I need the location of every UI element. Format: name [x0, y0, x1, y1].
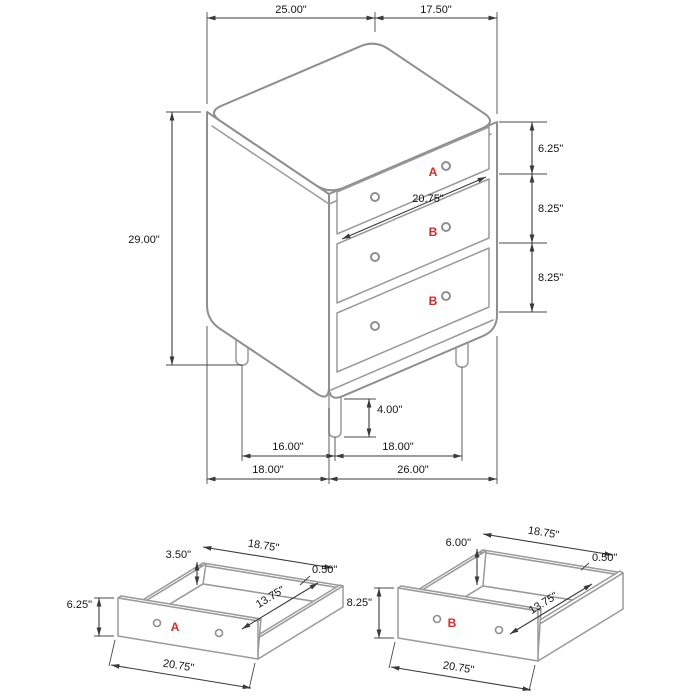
- dimension-line: [482, 532, 614, 557]
- dim-a-side-height: 3.50": [166, 549, 191, 561]
- dim-drawer-b2-front-height: 8.25": [538, 272, 563, 284]
- extension-line: [528, 664, 536, 692]
- drawer-a-detail-label: A: [171, 620, 180, 634]
- drawer-b-front-panel: [397, 587, 539, 662]
- dim-base-width: 26.00": [397, 464, 429, 476]
- drawer-a-detail-knob-right: [214, 628, 224, 638]
- dim-top-depth: 17.50": [420, 4, 452, 16]
- dim-drawer-a-front-height: 6.25": [538, 143, 563, 155]
- drawer-a-label: A: [429, 165, 438, 179]
- dim-b-front-width: 20.75": [442, 660, 475, 677]
- extension-line: [248, 662, 256, 690]
- drawer-a-front-panel: [117, 597, 259, 660]
- drawer-a-knob-left: [370, 192, 380, 202]
- extension-line: [108, 639, 116, 667]
- dim-drawer-b1-front-height: 8.25": [538, 203, 563, 215]
- dimension-line: [110, 664, 252, 689]
- dim-a-front-height: 6.25": [67, 599, 92, 611]
- drawer-b1-label: B: [429, 225, 438, 239]
- drawer-b2-knob-right: [441, 291, 451, 301]
- dimension-line: [509, 583, 593, 635]
- dim-drawer-width: 20.75": [412, 193, 444, 205]
- drawer-b-detail-knob-left: [432, 614, 442, 624]
- drawer-b2-front: [336, 247, 490, 373]
- chest-base-rail-line: [330, 319, 494, 391]
- dim-top-width: 25.00": [275, 4, 307, 16]
- dimension-line: [241, 582, 319, 630]
- dim-base-depth: 18.00": [252, 464, 284, 476]
- dimension-lines: [169, 15, 535, 482]
- chest-isometric: A B B: [206, 42, 498, 438]
- dimension-line: [341, 176, 487, 240]
- dimension-line: [390, 666, 532, 691]
- dim-b-front-height: 8.25": [347, 597, 372, 609]
- drawer-b-detail: B 8.25" 6.00" 18.75" 0.50" 13.75" 20.75": [347, 525, 624, 692]
- dim-leg-height: 4.00": [377, 404, 402, 416]
- dim-leg-span-front: 18.00": [382, 441, 414, 453]
- drawer-b1-knob-left: [370, 252, 380, 262]
- drawer-a-detail: A 6.25" 3.50" 18.75" 0.50" 13.75" 20.75": [67, 538, 344, 690]
- dim-b-inner-width: 18.75": [527, 525, 560, 542]
- dim-leg-span-side: 16.00": [272, 441, 304, 453]
- chest-dimension-annotations: 25.00" 17.50" 29.00" 6.25" 8.25" 8.25" 2…: [128, 4, 563, 484]
- dim-b-side-height: 6.00": [446, 537, 471, 549]
- leader-line: [580, 562, 590, 571]
- dim-a-front-width: 20.75": [162, 658, 195, 675]
- drawer-a-knob-right: [441, 161, 451, 171]
- dim-b-wall-thickness: 0.50": [592, 552, 617, 564]
- drawer-b1-knob-right: [441, 222, 451, 232]
- drawer-a-detail-knob-left: [152, 618, 162, 628]
- dimension-line: [202, 545, 334, 570]
- chest-top-face: [213, 42, 491, 192]
- drawer-b-detail-knob-right: [494, 625, 504, 635]
- dim-a-inner-width: 18.75": [247, 538, 280, 555]
- drawer-b2-knob-left: [370, 321, 380, 331]
- dim-overall-height: 29.00": [128, 234, 160, 246]
- extension-line: [388, 641, 396, 669]
- drawer-b-detail-label: B: [448, 616, 457, 630]
- drawer-b2-label: B: [429, 294, 438, 308]
- dim-a-wall-thickness: 0.50": [312, 564, 337, 576]
